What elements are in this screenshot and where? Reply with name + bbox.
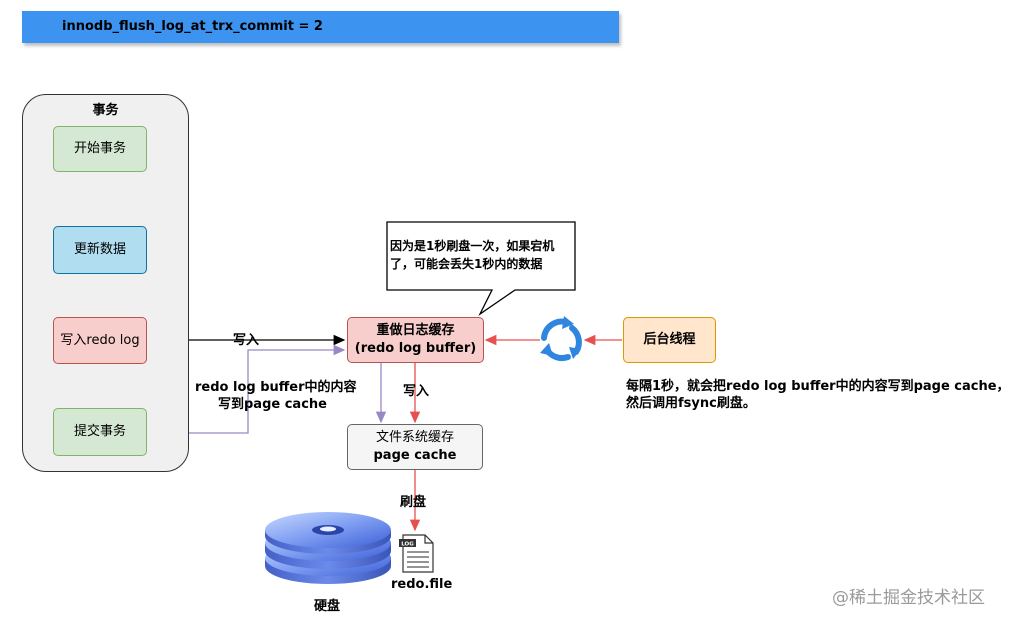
redo-log-buffer-node: 重做日志缓存 (redo log buffer) (347, 317, 484, 363)
label-thread-note-line1: 每隔1秒，就会把redo log buffer中的内容写到page cache， (626, 379, 1010, 394)
step-commit-transaction-label: 提交事务 (73, 424, 126, 439)
file-icon (399, 534, 434, 573)
step-update-data-label: 更新数据 (73, 242, 126, 257)
step-write-redo-log: 写入redo log (53, 317, 147, 364)
label-write-in-1: 写入 (233, 333, 260, 348)
page-cache-line2: page cache (373, 448, 457, 463)
refresh-icon (540, 316, 582, 362)
step-write-redo-log-label: 写入redo log (60, 332, 140, 348)
arrow-commit-to-buffer (148, 344, 346, 434)
callout-bubble (386, 221, 576, 316)
transaction-title: 事务 (92, 103, 119, 118)
callout-text: 因为是1秒刷盘一次，如果宕机了，可能会丢失1秒内的数据 (390, 239, 555, 271)
file-tag-label: LOG (401, 542, 414, 548)
step-update-data: 更新数据 (53, 226, 147, 274)
label-thread-note: 每隔1秒，就会把redo log buffer中的内容写到page cache，… (626, 378, 1010, 412)
watermark: @稀土掘金技术社区 (832, 588, 985, 608)
label-thread-note-line2: 然后调用fsync刷盘。 (626, 396, 756, 411)
label-disk: 硬盘 (314, 599, 341, 614)
label-commit-note-line2: 写到page cache (218, 397, 327, 412)
page-cache-line1: 文件系统缓存 (375, 430, 454, 445)
page-cache-node: 文件系统缓存 page cache (347, 424, 483, 470)
label-flush: 刷盘 (400, 495, 427, 510)
label-commit-note: redo log buffer中的内容 写到page cache (195, 379, 357, 413)
background-thread-label: 后台线程 (643, 332, 696, 347)
label-write-in-2: 写入 (403, 384, 430, 399)
label-commit-note-line1: redo log buffer中的内容 (195, 380, 357, 395)
redo-buffer-line2: (redo log buffer) (354, 341, 477, 356)
background-thread-node: 后台线程 (623, 317, 716, 363)
hard-disk-icon (265, 512, 391, 584)
label-redo-file: redo.file (391, 577, 453, 592)
step-start-transaction: 开始事务 (53, 126, 147, 172)
title-banner: innodb_flush_log_at_trx_commit = 2 (22, 11, 619, 43)
step-commit-transaction: 提交事务 (53, 408, 147, 456)
redo-buffer-line1: 重做日志缓存 (376, 323, 455, 338)
step-start-transaction-label: 开始事务 (73, 141, 126, 156)
